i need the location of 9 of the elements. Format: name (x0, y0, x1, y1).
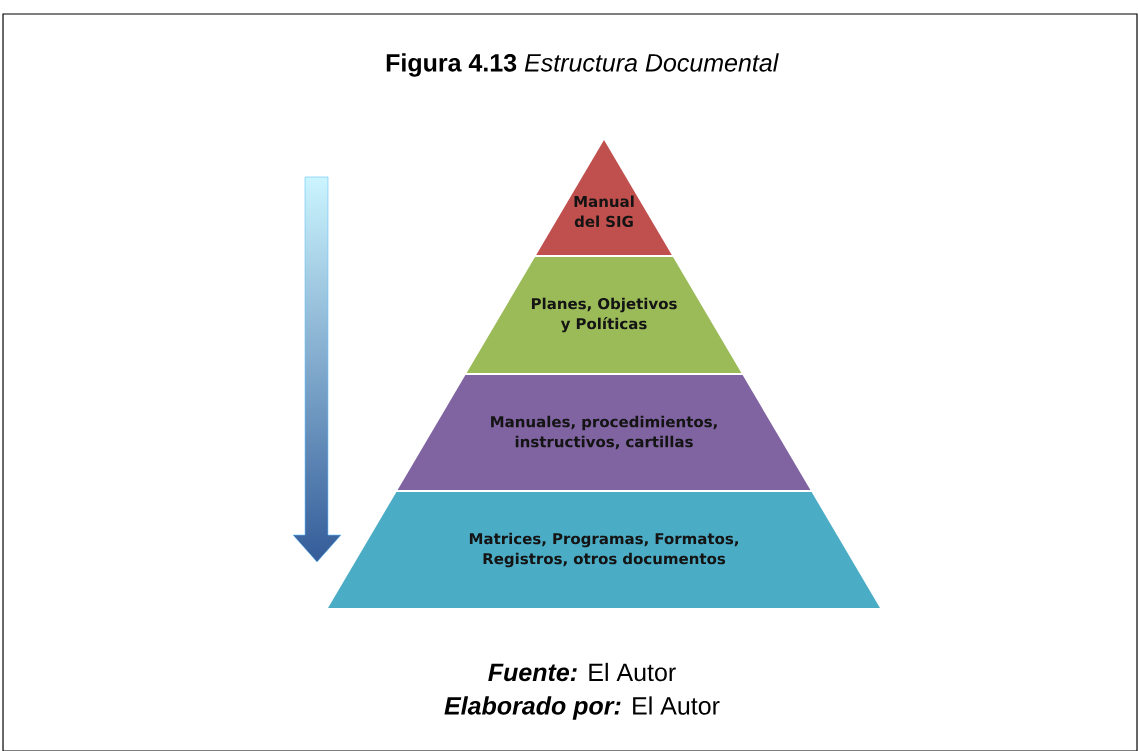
pyramid-tier: Manuales, procedimientos, instructivos, cartillas (397, 375, 811, 490)
pyramid-apex: Manual del SIG (536, 140, 672, 255)
author-value: El Autor (633, 696, 720, 715)
source-value: El Autor (589, 662, 676, 682)
pyramid-tier: Planes, Objetivos y Políticas (466, 257, 742, 373)
pyramid-tier: Matrices, Programas, Formatos, Registros, otros documentos (328, 492, 880, 608)
author-label: Elaborado por: (444, 696, 621, 720)
figure-title: Figura 4.13 Estructura Documental (386, 53, 779, 77)
source-label: Fuente: (488, 663, 577, 682)
